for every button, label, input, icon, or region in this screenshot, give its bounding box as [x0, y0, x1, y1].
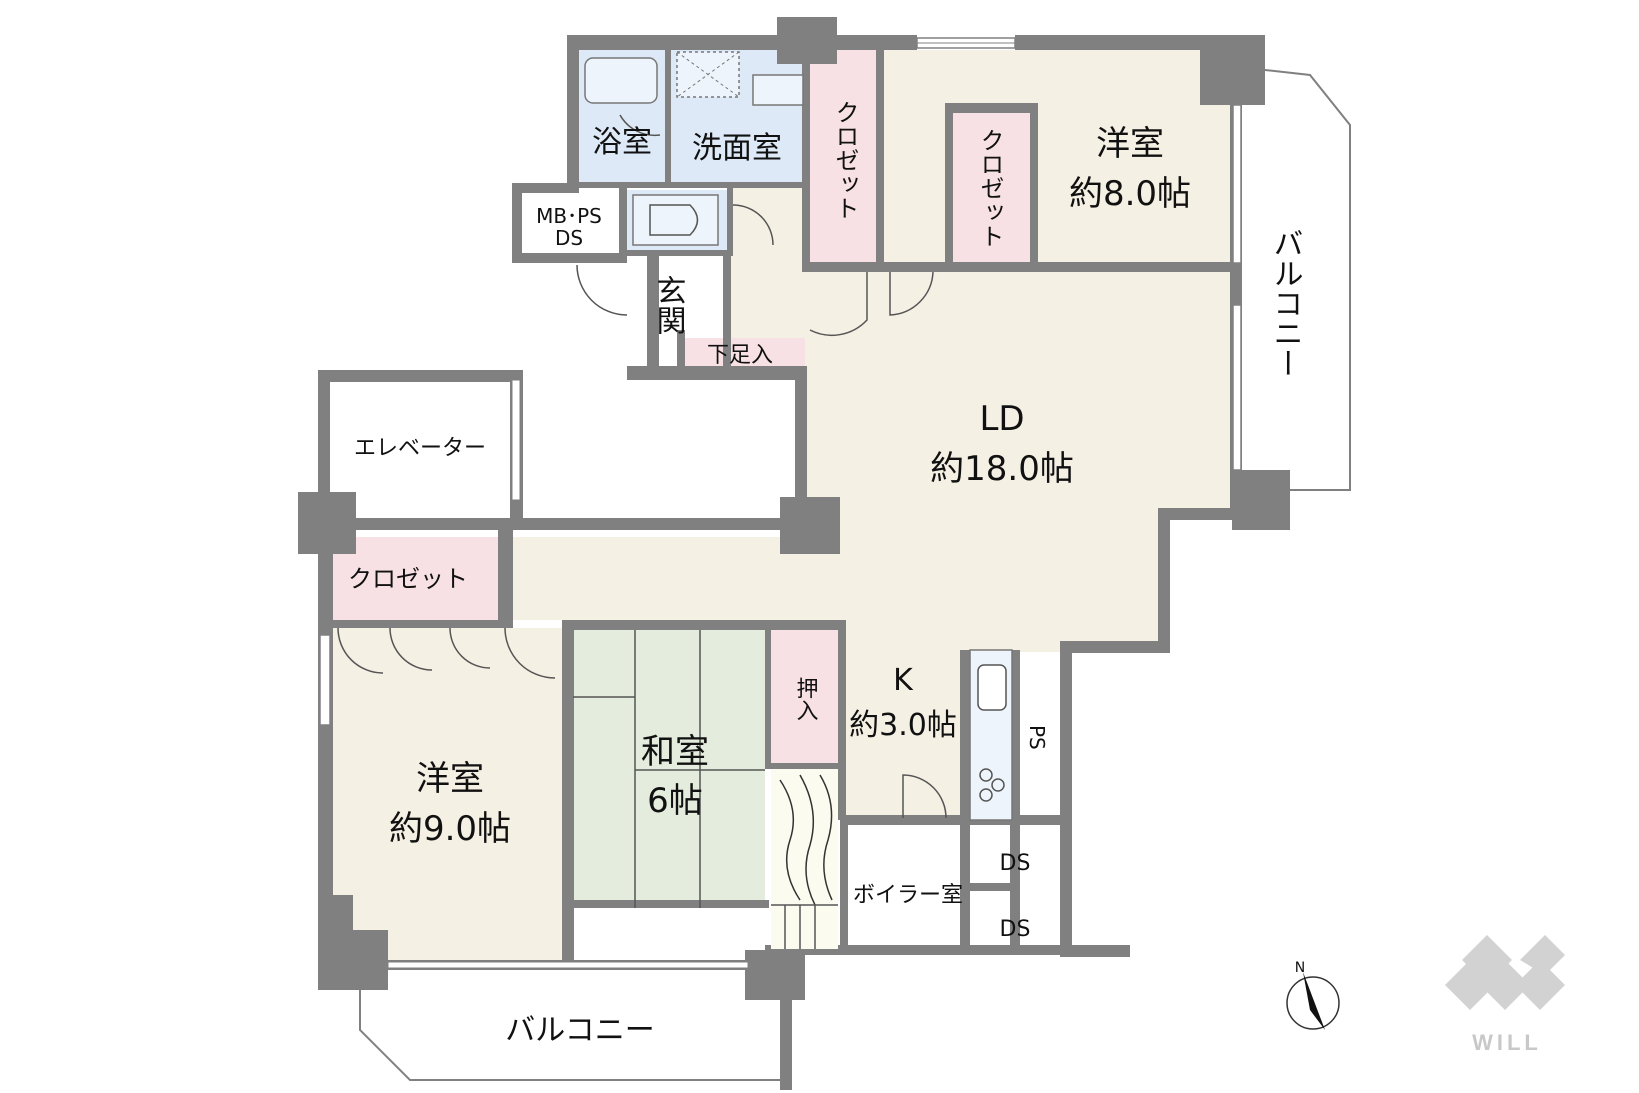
label-elevator: エレベーター: [354, 436, 486, 461]
doors: [337, 114, 947, 819]
label-kitchen-size: 約3.0帖: [849, 708, 957, 743]
north-arrow-icon: [1303, 972, 1325, 1030]
oshiire-floor: [770, 630, 838, 763]
fixtures: [584, 51, 1013, 821]
hallway-floor: [730, 186, 805, 338]
label-washitsu-size: 6帖: [647, 781, 703, 821]
tatami-mats: [573, 630, 765, 908]
closet-hall-floor: [808, 50, 880, 262]
closet-bed1-floor: [950, 112, 1030, 262]
wash-basin: [752, 74, 804, 106]
balcony-east-rail: [1264, 69, 1351, 491]
label-ds1: DS: [1000, 851, 1031, 876]
label-ld-size: 約18.0帖: [930, 449, 1074, 489]
label-closet-west: クロゼット: [348, 565, 468, 593]
bedroom1-floor: [883, 50, 1233, 262]
label-ds2: DS: [1000, 917, 1031, 942]
label-bedroom2-name: 洋室: [416, 759, 484, 799]
closet-west-floor: [333, 537, 498, 620]
tatami-floor: [573, 630, 765, 908]
logo-mark-icon: [1445, 935, 1565, 1010]
toilet: [632, 194, 719, 246]
label-washroom: 洗面室: [692, 131, 782, 166]
stair-area: [771, 769, 838, 949]
will-logo: WILL: [1445, 935, 1565, 1055]
labels: 浴室 洗面室 クロゼット クロゼット 洋室 約8.0帖 バルコニー MB･PS …: [348, 100, 1303, 1048]
label-ps: PS: [1025, 725, 1049, 750]
label-bath: 浴室: [592, 125, 652, 160]
room-fills: [333, 50, 1233, 968]
bedroom2-floor: [333, 628, 568, 968]
bathtub: [584, 57, 658, 104]
balcony-south-rail: [359, 990, 782, 1081]
compass: N: [1286, 960, 1340, 1030]
label-balcony-south: バルコニー: [505, 1013, 654, 1048]
balconies: [319, 37, 1351, 1081]
ld-floor: [513, 272, 1232, 818]
label-shoebox: 下足入: [707, 343, 773, 368]
label-closet-bed1: クロゼット: [976, 128, 1004, 248]
label-washitsu-name: 和室: [641, 732, 709, 772]
logo-text: WILL: [1472, 1030, 1542, 1055]
shoebox-floor: [683, 338, 805, 370]
label-mbps-line1: MB･PS: [536, 204, 602, 228]
label-kitchen-name: K: [893, 663, 914, 698]
label-closet-hall: クロゼット: [831, 100, 859, 220]
label-bedroom2-size: 約9.0帖: [389, 809, 511, 849]
label-mbps-line2: DS: [555, 226, 583, 250]
label-bedroom1-name: 洋室: [1096, 124, 1164, 164]
label-boiler: ボイラー室: [853, 883, 963, 908]
compass-north: N: [1295, 960, 1305, 976]
label-entrance: 玄関: [651, 275, 686, 335]
label-balcony-east: バルコニー: [1268, 228, 1303, 378]
label-oshiire: 押入: [793, 677, 819, 721]
label-bedroom1-size: 約8.0帖: [1069, 174, 1191, 214]
label-ld-name: LD: [979, 399, 1024, 439]
